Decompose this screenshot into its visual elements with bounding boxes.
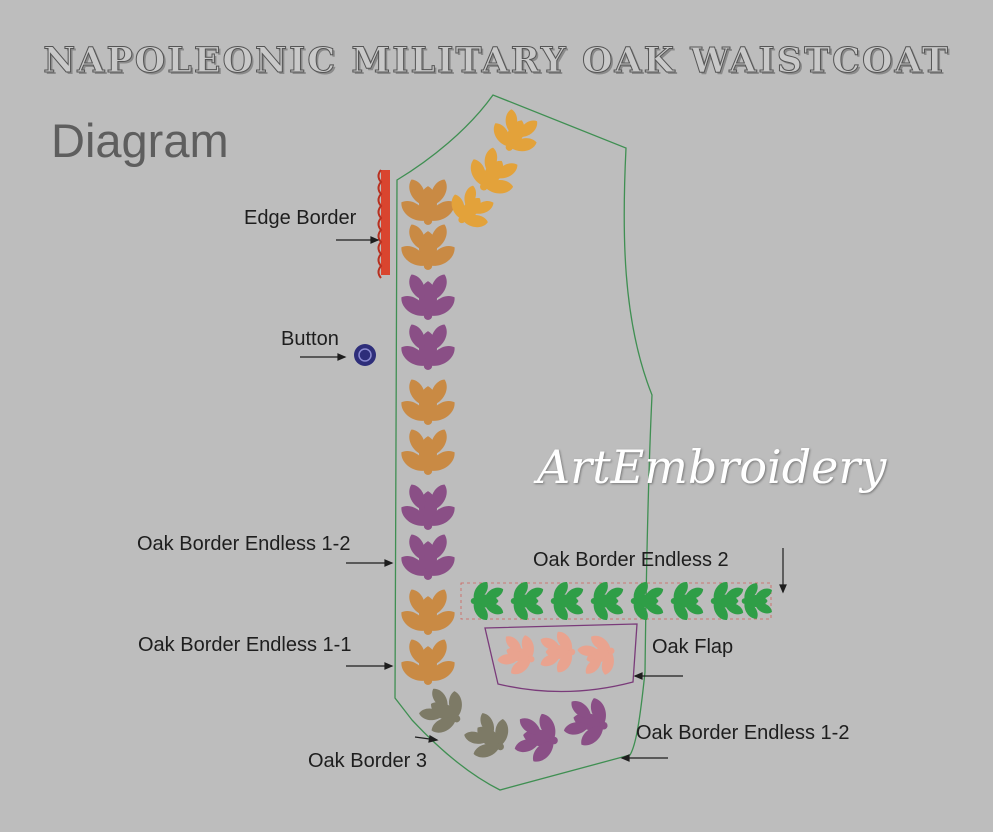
label-oak-flap: Oak Flap: [652, 636, 734, 658]
label-oak-border-endless-1-1: Oak Border Endless 1-1: [138, 634, 352, 656]
label-arrows: [300, 236, 787, 762]
diagram-subtitle: Diagram: [51, 114, 229, 167]
edge-border-motif: [377, 169, 390, 279]
neck-oak-sprig: [440, 102, 550, 240]
oak-flap-motif: [484, 623, 638, 693]
button-motif: [354, 344, 376, 366]
pocket-oak-border: [460, 579, 774, 623]
label-oak-border-endless-1-2-bottom: Oak Border Endless 1-2: [636, 722, 850, 744]
label-button: Button: [281, 328, 339, 350]
watermark-logo: ArtEmbroidery: [537, 440, 887, 494]
oak-border-column: [397, 177, 459, 687]
label-oak-border-endless-1-2-left: Oak Border Endless 1-2: [137, 533, 351, 555]
bottom-grey-oak: [411, 677, 521, 770]
label-oak-border-endless-2: Oak Border Endless 2: [533, 549, 729, 571]
bottom-purple-oak: [510, 688, 616, 768]
waistcoat-pattern-outline: [394, 94, 653, 791]
label-oak-border-3: Oak Border 3: [308, 750, 427, 772]
page-title: NAPOLEONIC MILITARY OAK WAISTCOAT: [43, 40, 950, 82]
label-edge-border: Edge Border: [244, 207, 357, 229]
